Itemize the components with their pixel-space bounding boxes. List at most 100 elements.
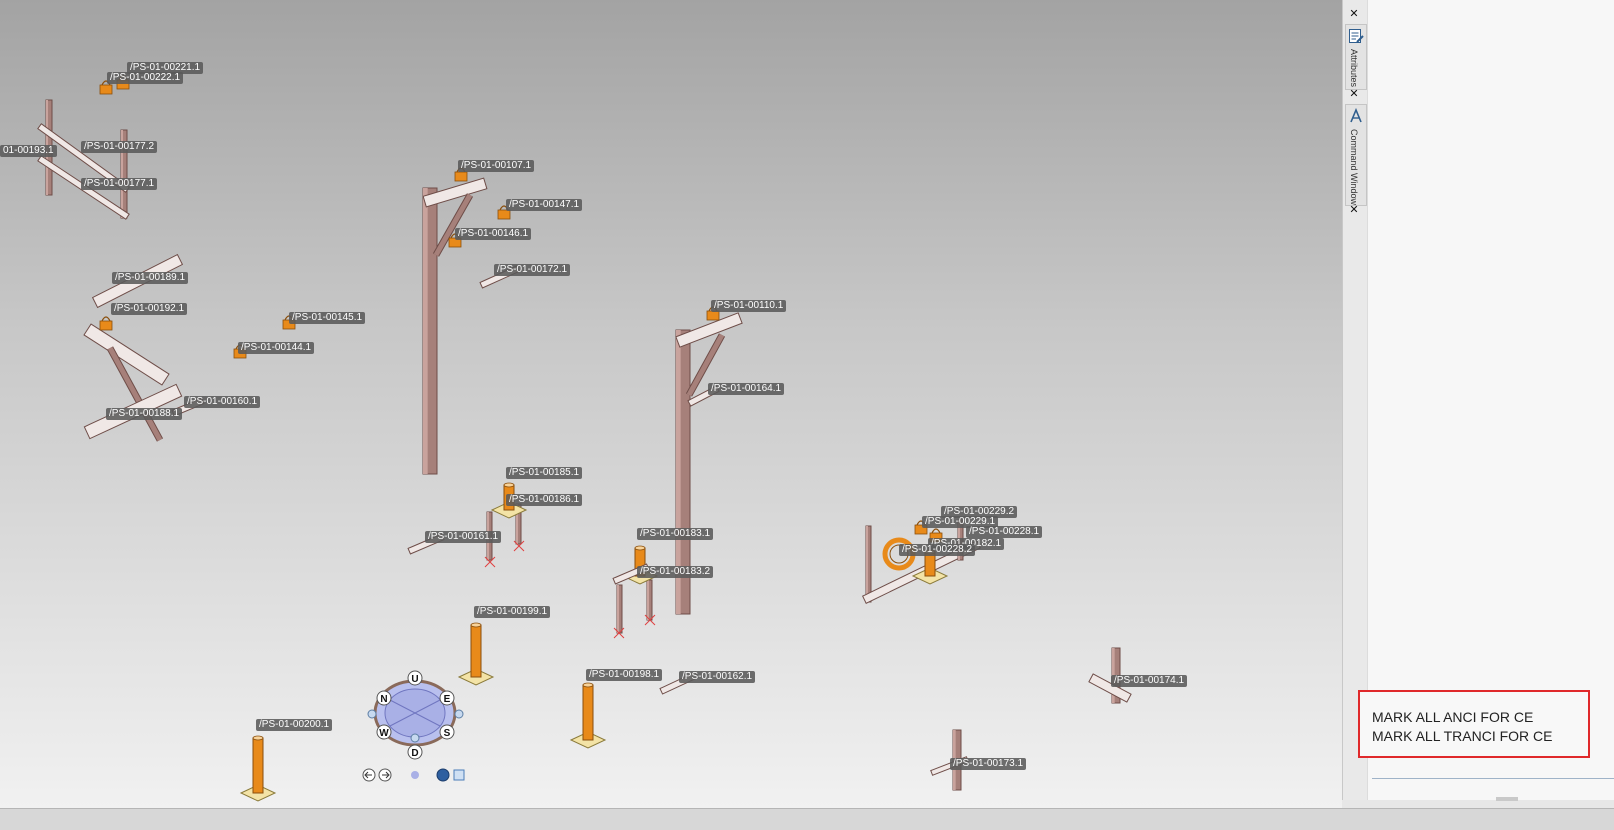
support-tag[interactable]: /PS-01-00199.1 xyxy=(474,606,551,618)
compass-handle xyxy=(454,709,464,719)
support-clamp xyxy=(497,209,511,220)
tab-attributes-label: Attributes xyxy=(1349,49,1359,88)
support-clamp xyxy=(706,310,720,321)
close-icon[interactable]: ✕ xyxy=(1349,87,1359,100)
support-post-top xyxy=(252,735,264,741)
support-tag[interactable]: /PS-01-00198.1 xyxy=(586,669,663,681)
support-tag[interactable]: /PS-01-00183.1 xyxy=(637,528,714,540)
support-tag[interactable]: /PS-01-00161.1 xyxy=(425,531,502,543)
compass-handle xyxy=(367,709,377,719)
support-tag[interactable]: /PS-01-00229.2 xyxy=(941,506,1018,518)
steel-column-highlight xyxy=(121,130,123,218)
view-cube-icon xyxy=(453,769,465,781)
support-tag[interactable]: /PS-01-00164.1 xyxy=(708,383,785,395)
steel-structures xyxy=(37,75,1132,802)
support-tag[interactable]: /PS-01-00107.1 xyxy=(458,160,535,172)
support-clamp-arc xyxy=(101,316,111,322)
steel-beam xyxy=(423,178,487,207)
close-icon[interactable]: ✕ xyxy=(1349,203,1359,216)
support-tag[interactable]: /PS-01-00173.1 xyxy=(950,758,1027,770)
compass-direction-label: E xyxy=(444,694,451,705)
dock-strip: ✕ Attributes ✕ Command Window ✕ xyxy=(1342,0,1367,800)
tab-command-window-label: Command Window xyxy=(1349,129,1359,206)
compass-direction-badge xyxy=(376,724,392,740)
support-tag[interactable]: /PS-01-00172.1 xyxy=(494,264,571,276)
support-clamp xyxy=(914,524,928,535)
horizontal-scrollbar[interactable] xyxy=(1372,778,1614,791)
support-tag[interactable]: /PS-01-00229.1 xyxy=(922,516,999,528)
support-tag[interactable]: /PS-01-00183.2 xyxy=(637,566,714,578)
support-tag[interactable]: /PS-01-00185.1 xyxy=(506,467,583,479)
compass-direction-badge xyxy=(439,690,455,706)
orbit-icon xyxy=(411,771,419,779)
support-post-top xyxy=(470,622,482,628)
steel-beam xyxy=(1089,674,1131,702)
compass-direction-badge xyxy=(439,724,455,740)
support-tag[interactable]: /PS-01-00162.1 xyxy=(679,671,756,683)
support-tag[interactable]: /PS-01-00200.1 xyxy=(256,719,333,731)
support-clamp xyxy=(99,84,113,95)
view-navigation-bar[interactable] xyxy=(362,768,465,782)
steel-column-highlight xyxy=(676,330,681,614)
close-icon[interactable]: ✕ xyxy=(1349,7,1359,20)
support-tag[interactable]: /PS-01-00228.1 xyxy=(966,526,1043,538)
steel-brace xyxy=(433,193,473,257)
support-tag[interactable]: /PS-01-00177.1 xyxy=(81,178,158,190)
status-bar xyxy=(0,808,1614,830)
support-tag[interactable]: /PS-01-00174.1 xyxy=(1111,675,1188,687)
support-tag[interactable]: /PS-01-00147.1 xyxy=(506,199,583,211)
support-tag[interactable]: /PS-01-00228.2 xyxy=(899,544,976,556)
support-post xyxy=(582,684,594,741)
support-clamp xyxy=(99,320,113,331)
anchor-mark xyxy=(644,614,656,626)
support-tag[interactable]: /PS-01-00222.1 xyxy=(107,72,184,84)
back-arrow-glyph xyxy=(364,771,372,779)
steel-column-highlight xyxy=(866,526,868,602)
support-tag[interactable]: /PS-01-00145.1 xyxy=(289,312,366,324)
support-clamp xyxy=(454,171,468,182)
support-clamp-arc xyxy=(931,528,941,534)
compass-direction-label: W xyxy=(379,728,389,739)
anchor-mark xyxy=(613,627,625,639)
compass-direction-badge xyxy=(407,670,423,686)
support-tag[interactable]: /PS-01-00192.1 xyxy=(111,303,188,315)
support-tag[interactable]: /PS-01-00146.1 xyxy=(455,228,532,240)
support-post xyxy=(252,737,264,794)
steel-beam xyxy=(676,313,742,347)
support-tag[interactable]: /PS-01-00189.1 xyxy=(112,272,189,284)
support-tag[interactable]: /PS-01-00221.1 xyxy=(127,62,204,74)
steel-column-highlight xyxy=(647,580,649,620)
compass-direction-label: D xyxy=(411,748,418,759)
anchor-mark xyxy=(484,556,496,568)
support-tag[interactable]: /PS-01-00177.2 xyxy=(81,141,158,153)
support-post-top xyxy=(582,682,594,688)
tab-attributes[interactable]: Attributes xyxy=(1345,24,1367,90)
attributes-icon xyxy=(1349,29,1364,43)
support-tag[interactable]: /PS-01-00110.1 xyxy=(711,300,787,312)
support-tag[interactable]: /PS-01-00186.1 xyxy=(506,494,583,506)
command-line: MARK ALL TRANCI FOR CE xyxy=(1372,728,1553,744)
globe-icon xyxy=(436,768,450,782)
support-tag[interactable]: 01-00193.1 xyxy=(0,145,57,157)
support-post-top xyxy=(634,545,646,551)
steel-brace xyxy=(686,333,725,397)
tab-command-window[interactable]: Command Window xyxy=(1345,104,1367,206)
support-post-top xyxy=(503,482,515,488)
steel-column-highlight xyxy=(516,504,518,544)
steel-column-highlight xyxy=(423,188,428,474)
command-window-panel xyxy=(1367,0,1614,800)
compass-handle xyxy=(410,733,420,743)
steel-brace xyxy=(107,346,163,442)
steel-column-highlight xyxy=(617,585,619,633)
support-tag[interactable]: /PS-01-00144.1 xyxy=(238,342,315,354)
resize-grip[interactable] xyxy=(1496,797,1518,801)
compass-direction-label: N xyxy=(380,694,387,705)
steel-beam xyxy=(84,324,169,385)
support-post xyxy=(470,624,482,678)
support-tag[interactable]: /PS-01-00160.1 xyxy=(184,396,261,408)
command-line: MARK ALL ANCI FOR CE xyxy=(1372,709,1534,725)
compass-direction-badge xyxy=(407,744,423,760)
support-tag[interactable]: /PS-01-00188.1 xyxy=(106,408,183,420)
